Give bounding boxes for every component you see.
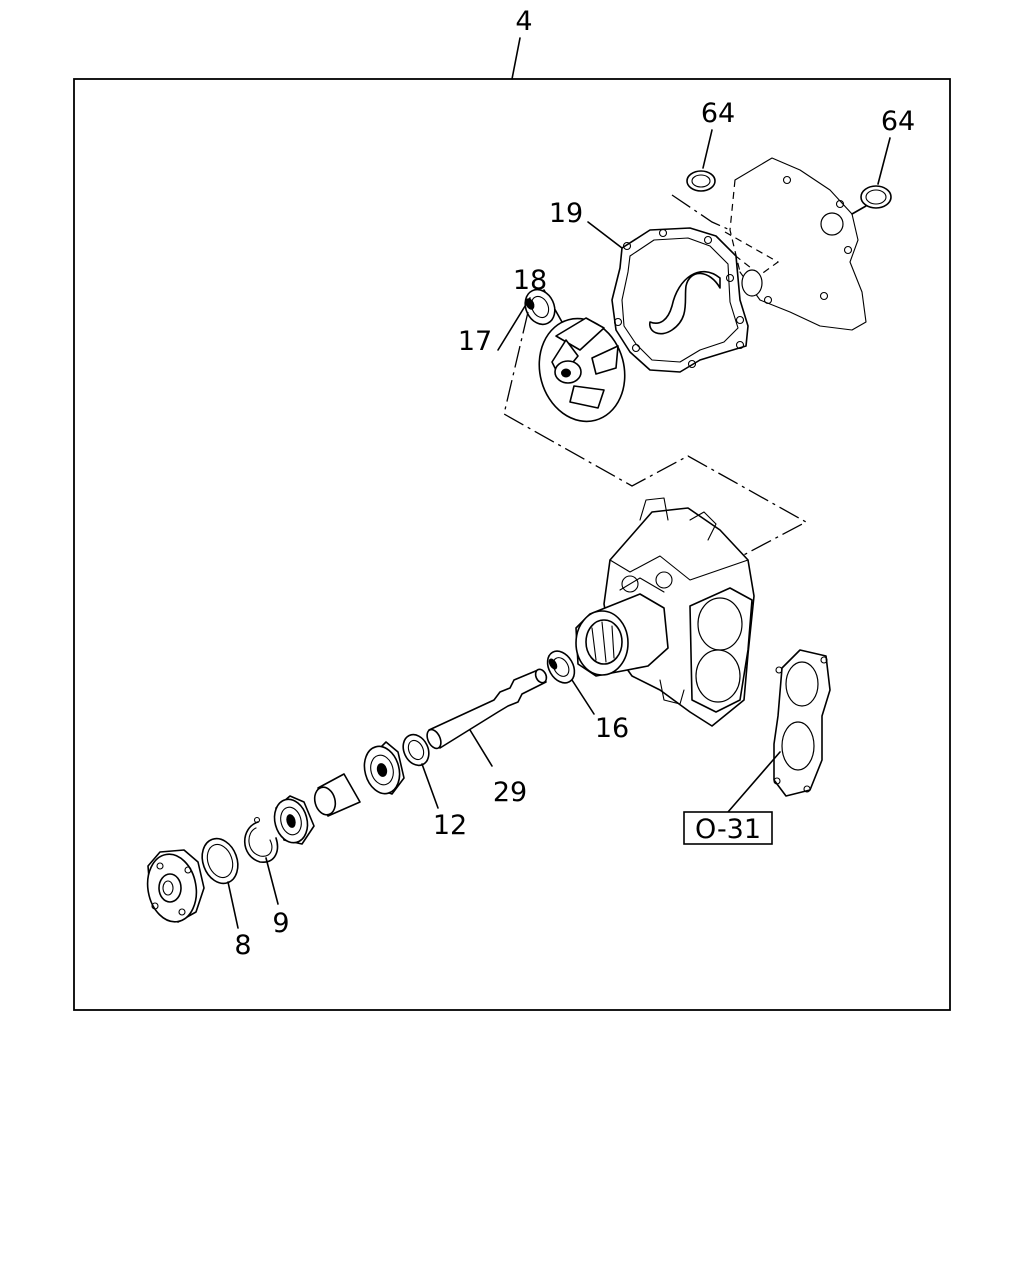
shaft-29[interactable] — [424, 668, 548, 751]
assembly-leader — [511, 37, 521, 80]
housing-gasket[interactable] — [773, 649, 831, 797]
o-ring-64-right[interactable] — [860, 185, 892, 209]
callout-64-right[interactable]: 64 — [881, 106, 915, 137]
snap-ring-9[interactable] — [244, 816, 279, 863]
callout-8[interactable]: 8 — [234, 930, 251, 961]
callout-12[interactable]: 12 — [433, 810, 467, 841]
o-ring-64-left[interactable] — [686, 170, 716, 192]
callout-16[interactable]: 16 — [595, 713, 629, 744]
callout-4[interactable]: 4 — [515, 6, 532, 37]
callout-29[interactable]: 29 — [493, 777, 527, 808]
reference-box[interactable] — [683, 811, 773, 845]
bearing-front[interactable] — [359, 741, 405, 798]
pump-body[interactable] — [575, 497, 755, 727]
callout-9[interactable]: 9 — [272, 908, 289, 939]
bearing-rear[interactable] — [270, 795, 315, 847]
pulley-flange[interactable] — [142, 849, 205, 926]
callout-17[interactable]: 17 — [458, 326, 492, 357]
impeller-18[interactable] — [528, 309, 636, 431]
callout-64-left[interactable]: 64 — [701, 98, 735, 129]
seal-16[interactable] — [542, 646, 580, 687]
rear-cover-plate[interactable] — [724, 157, 867, 331]
seal-ring-8[interactable] — [196, 834, 244, 889]
spacer[interactable] — [312, 773, 361, 817]
gasket-19[interactable] — [611, 227, 749, 373]
reference-box-label[interactable]: O-31 — [695, 814, 761, 845]
callout-19[interactable]: 19 — [549, 198, 583, 229]
